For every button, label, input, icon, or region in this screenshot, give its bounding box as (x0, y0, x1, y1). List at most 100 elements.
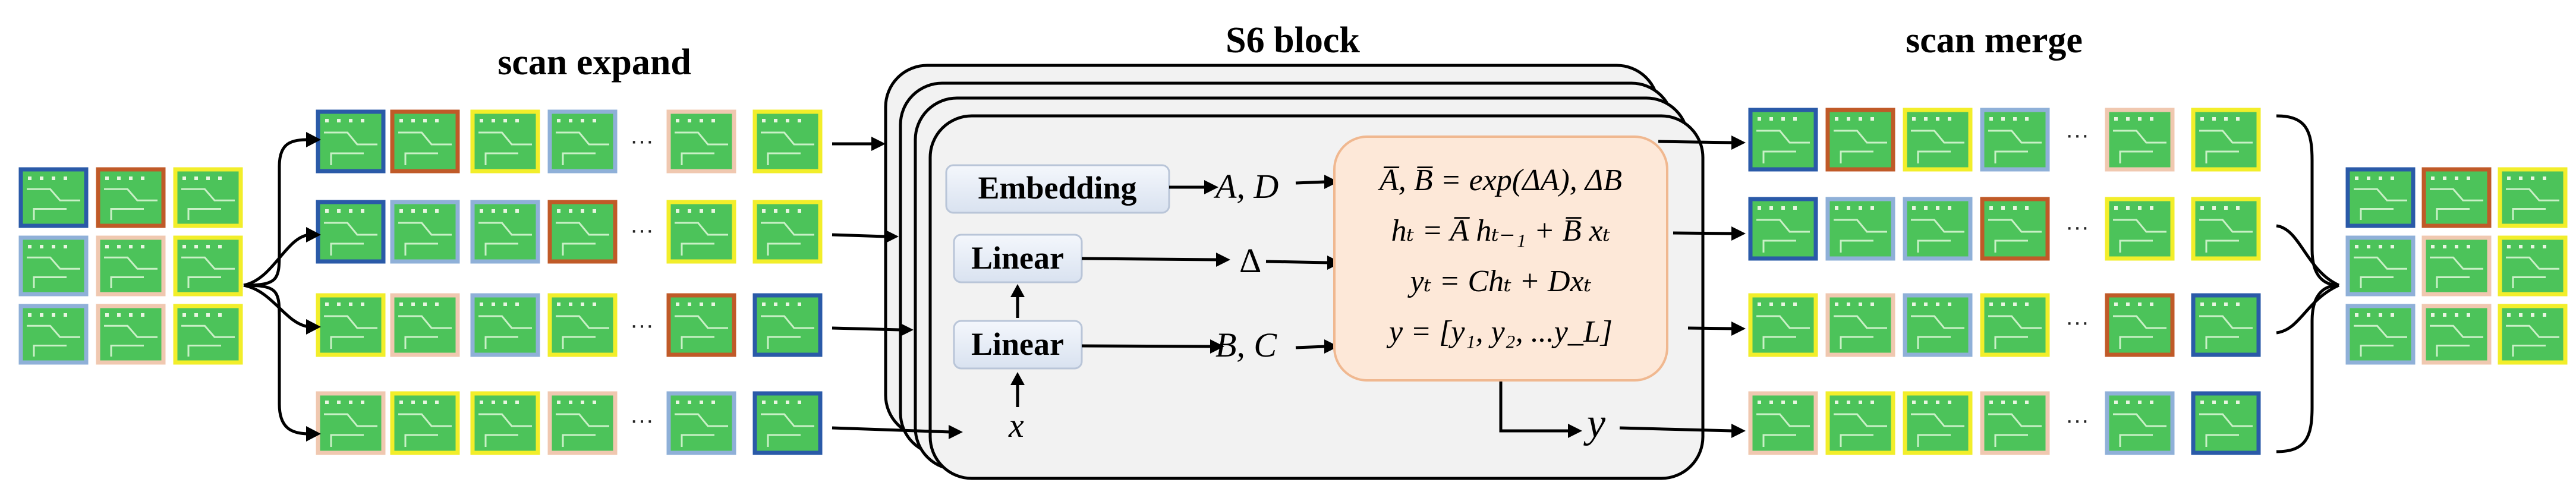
merge-patch (1980, 108, 2050, 172)
scan-merge-title: scan merge (1906, 20, 2083, 61)
y-symbol: y (1583, 401, 1606, 446)
input-patch (96, 304, 166, 365)
expand-patch (752, 293, 823, 357)
merge-patch (2191, 108, 2261, 172)
equation-2: hₜ = A̅ hₜ₋₁ + B̅ xₜ (1391, 214, 1611, 248)
merge-patch (2105, 108, 2175, 172)
linear-top-box: Linear (953, 234, 1083, 283)
merge-patch (1903, 293, 1973, 357)
merge-patch (1903, 197, 1973, 261)
ellipsis-merge-1: ··· (2065, 122, 2089, 148)
merge-patch (2191, 197, 2261, 261)
expand-brace (243, 138, 310, 436)
expand-patch (547, 109, 618, 174)
merge-brace (2276, 114, 2340, 453)
scan-expand-title: scan expand (497, 42, 691, 83)
linear-bottom-box: Linear (953, 320, 1083, 370)
ellipsis-merge-3: ··· (2065, 309, 2089, 335)
merge-patch (1825, 391, 1895, 455)
delta-symbol: Δ (1239, 241, 1261, 280)
expand-patch (390, 293, 460, 357)
ellipsis-expand-2: ··· (630, 217, 654, 243)
merge-patch (2105, 197, 2175, 261)
embedding-box: Embedding (945, 164, 1170, 214)
merge-patch (1980, 293, 2050, 357)
input-patch (18, 167, 89, 228)
expand-patch (752, 109, 823, 174)
merge-patch (2105, 293, 2175, 357)
output-patch (2345, 304, 2416, 365)
expand-patch (470, 391, 540, 455)
output-patch (2421, 167, 2492, 228)
input-patch (173, 167, 243, 228)
output-arrows (1658, 140, 1733, 330)
equation-1: A̅, B̅ = exp(ΔA), ΔB (1378, 163, 1622, 197)
merge-patch (2191, 293, 2261, 357)
input-patch (18, 235, 89, 297)
merge-patch (1825, 197, 1895, 261)
ellipsis-merge-4: ··· (2065, 407, 2089, 433)
internal-arrowheads (1010, 175, 1746, 438)
s6-block-title: S6 block (1226, 20, 1360, 61)
equation-4: y = [y₁, y₂, ...y_L] (1386, 315, 1613, 349)
expand-arrowheads (306, 132, 321, 442)
linear-bottom-label: Linear (971, 326, 1064, 362)
output-patch (2498, 235, 2568, 297)
expand-patch (470, 200, 540, 264)
merge-patch (1748, 108, 1818, 172)
merge-patch (1980, 391, 2050, 455)
expand-patch (316, 391, 386, 455)
patch-layer (18, 108, 2568, 455)
output-patch (2345, 167, 2416, 228)
b-c-symbol: B, C (1215, 326, 1277, 364)
ellipsis-expand-4: ··· (630, 407, 654, 433)
merge-patch (1748, 197, 1818, 261)
expand-patch (470, 293, 540, 357)
expand-patch (316, 200, 386, 264)
merge-patch (1903, 391, 1973, 455)
linear-top-label: Linear (971, 240, 1064, 276)
input-patch (18, 304, 89, 365)
embedding-label: Embedding (978, 170, 1136, 206)
equation-3: yₜ = Chₜ + Dxₜ (1407, 264, 1591, 298)
a-d-symbol: A, D (1213, 167, 1278, 206)
ellipsis-merge-2: ··· (2065, 214, 2089, 240)
ellipsis-expand-3: ··· (630, 312, 654, 338)
expand-patch (547, 391, 618, 455)
expand-patch (547, 293, 618, 357)
merge-patch (1748, 391, 1818, 455)
expand-patch (547, 200, 618, 264)
expand-patch (390, 391, 460, 455)
equation-box: A̅, B̅ = exp(ΔA), ΔB hₜ = A̅ hₜ₋₁ + B̅ x… (1333, 135, 1668, 382)
expand-patch (666, 391, 736, 455)
expand-patch (316, 293, 386, 357)
output-patch (2498, 304, 2568, 365)
internal-arrows (1016, 180, 1733, 433)
merge-patch (1980, 197, 2050, 261)
expand-patch (666, 293, 736, 357)
output-patch (2345, 235, 2416, 297)
input-arrowheads (871, 137, 963, 439)
input-patch (173, 304, 243, 365)
expand-patch (390, 200, 460, 264)
merge-patch (1825, 293, 1895, 357)
merge-patch (1903, 108, 1973, 172)
x-symbol: x (1008, 406, 1024, 445)
output-arrowheads (1731, 135, 1746, 336)
expand-patch (666, 200, 736, 264)
merge-patch (2191, 391, 2261, 455)
input-patch (96, 167, 166, 228)
expand-patch (752, 200, 823, 264)
merge-patch (2105, 391, 2175, 455)
output-patch (2421, 304, 2492, 365)
merge-patch (1748, 293, 1818, 357)
expand-patch (390, 109, 460, 174)
expand-patch (752, 391, 823, 455)
output-patch (2421, 235, 2492, 297)
expand-patch (666, 109, 736, 174)
expand-patch (470, 109, 540, 174)
expand-patch (316, 109, 386, 174)
input-arrows (832, 142, 952, 434)
ellipsis-expand-1: ··· (630, 128, 654, 154)
